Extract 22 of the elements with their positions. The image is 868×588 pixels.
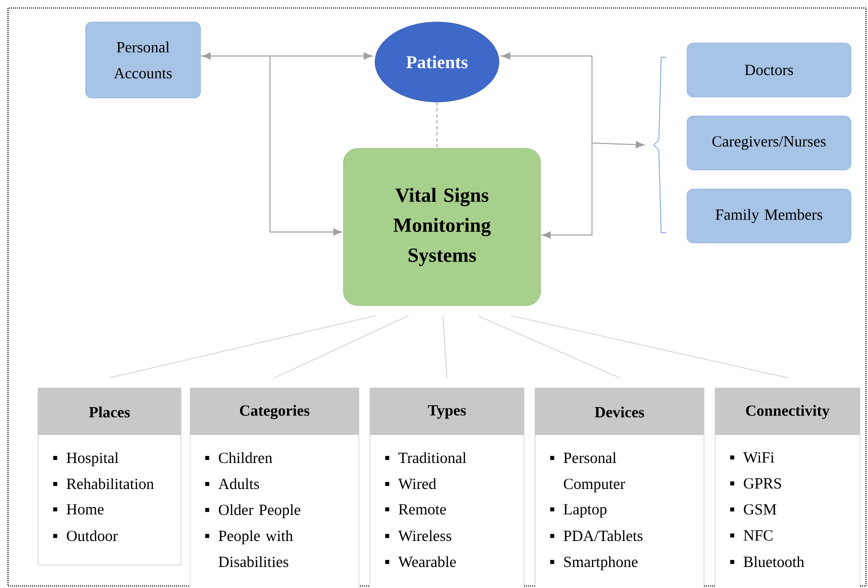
connector — [274, 315, 409, 378]
connector — [510, 315, 788, 378]
role-box: Doctors — [686, 42, 852, 98]
bracket — [653, 56, 667, 234]
ellipse-node: Patients — [374, 22, 500, 102]
connector — [436, 102, 438, 149]
category-card: Connectivity WiFi GPRS GSM NFC Bluetooth — [714, 388, 860, 588]
connector — [442, 315, 448, 378]
connector — [109, 315, 376, 378]
system-box: Vital Signs Monitoring Systems — [343, 148, 541, 306]
role-box: Personal Accounts — [85, 22, 201, 98]
category-card: Types Traditional Wired Remote Wireless Wearable — [370, 388, 524, 588]
arrow — [200, 56, 342, 236]
category-card: Devices Personal Computer Laptop PDA/Tablets Smartphone — [534, 388, 704, 588]
role-box: Family Members — [686, 188, 852, 244]
arrow — [500, 56, 644, 148]
arrow — [202, 52, 372, 60]
arrow — [502, 52, 592, 239]
category-card: Places Hospital Rehabilitation Home Outdoor — [38, 388, 182, 566]
connector — [477, 315, 620, 378]
category-card: Categories Children Adults Older People People with Disabilities — [190, 388, 360, 588]
role-box: Caregivers/Nurses — [686, 116, 852, 170]
